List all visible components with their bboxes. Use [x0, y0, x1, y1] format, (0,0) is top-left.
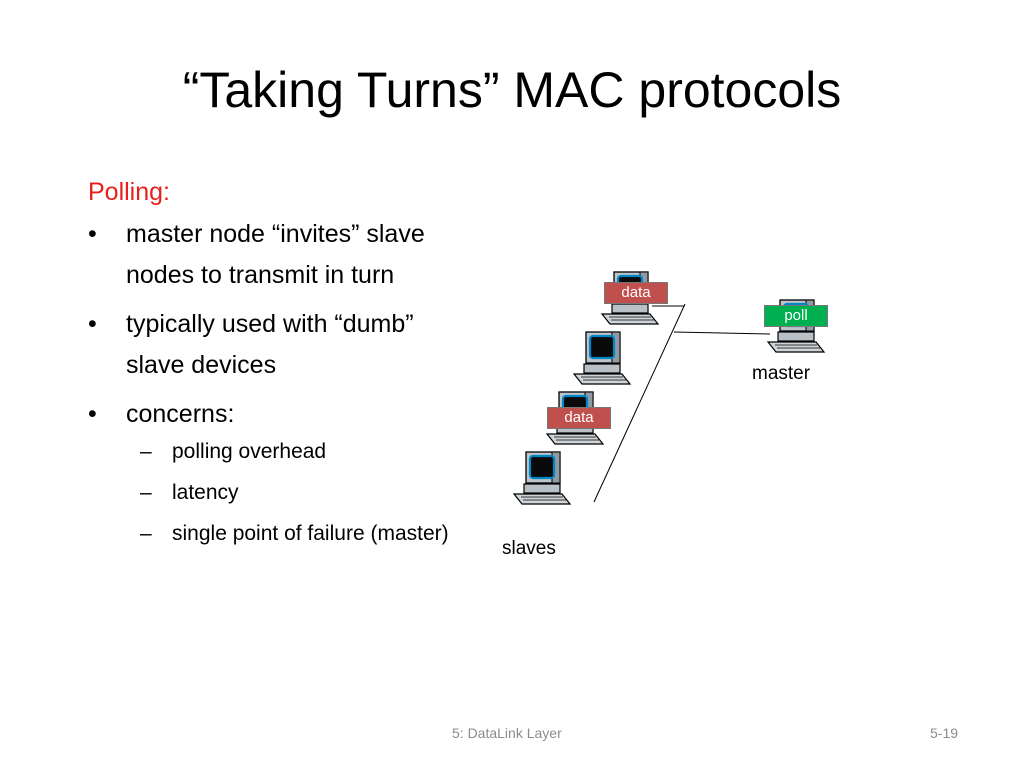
page-number: 5-19 [930, 725, 959, 741]
slide-content: Polling: master node “invites” slave nod… [88, 173, 468, 559]
data-tag-top: data [604, 282, 668, 304]
bullet-item: typically used with “dumb” slave devices [88, 304, 468, 386]
slaves-label: slaves [502, 538, 556, 559]
master-link [673, 331, 771, 335]
footer-center: 5: DataLink Layer [452, 725, 562, 741]
bus-line [593, 303, 686, 503]
data-tag-middle: data [547, 407, 611, 429]
bullet-text: concerns: [126, 400, 235, 428]
bullet-list: master node “invites” slave nodes to tra… [88, 214, 468, 551]
poll-tag: poll [764, 305, 828, 327]
slave-computer-icon [512, 450, 572, 506]
slave-computer-icon [572, 330, 632, 386]
bullet-item: concerns: polling overhead latency singl… [88, 394, 468, 551]
sub-bullet-item: single point of failure (master) [126, 517, 468, 551]
master-label: master [752, 363, 811, 384]
sub-bullet-item: latency [126, 476, 468, 510]
sub-bullet-item: polling overhead [126, 435, 468, 469]
sub-bullet-list: polling overhead latency single point of… [126, 435, 468, 551]
polling-heading: Polling: [88, 178, 170, 206]
bullet-item: master node “invites” slave nodes to tra… [88, 214, 468, 296]
slide-title: “Taking Turns” MAC protocols [182, 62, 842, 118]
